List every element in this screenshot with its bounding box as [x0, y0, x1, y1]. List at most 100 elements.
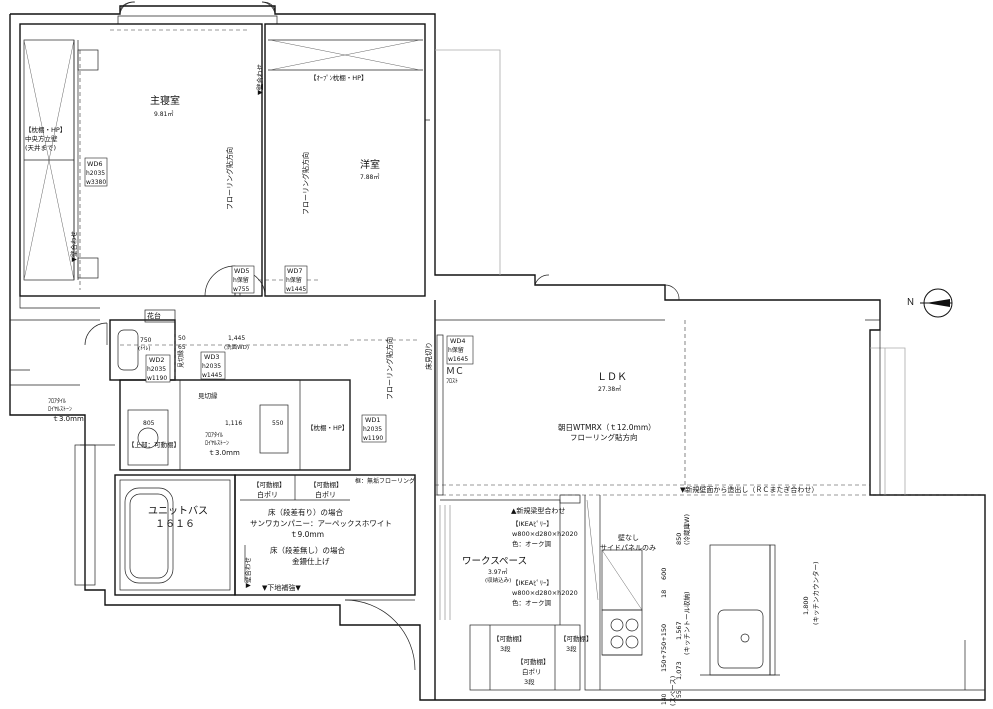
wd2-code: WD2 — [149, 356, 165, 364]
balcony-outline — [435, 49, 906, 495]
wd3-w: w1445 — [202, 372, 222, 379]
dim-1567: 1,567 — [675, 621, 683, 640]
wd1-w: w1190 — [363, 435, 383, 442]
master-bedroom-area: 9.81㎡ — [154, 110, 173, 118]
mc-sub: ﾌﾛｽﾄ — [446, 378, 458, 385]
floor-tile-left-3: ｔ3.0mm — [52, 415, 84, 423]
wd6-code: WD6 — [87, 160, 103, 168]
ldk-finish-2: フローリング貼方向 — [570, 432, 638, 442]
kitchen — [600, 544, 985, 691]
western-room-flooring: フローリング貼方向 — [301, 152, 310, 215]
wd4-w: w1645 — [448, 356, 468, 363]
wd3-code: WD3 — [204, 353, 220, 361]
ikea-2b: w800×d280×h2020 — [512, 589, 578, 597]
mc-name: ＭＣ — [446, 367, 464, 377]
floor-nostep-2: 金鏝仕上げ — [292, 556, 330, 566]
unit-bath-name: ユニットバス — [148, 505, 208, 517]
dim-1445-sub: (洗面WD) — [224, 343, 249, 351]
kitchen-tall-label: (キッチントール収納) — [682, 591, 691, 655]
pillow-shelf-hp: 【枕棚・HP】 — [307, 423, 348, 432]
kitchen-counter-dim: 1,800 — [802, 596, 810, 615]
floor-nostep-1: 床（段差無し）の場合 — [270, 545, 345, 555]
workspace-name: ワークスペース — [462, 556, 527, 567]
western-room-walls — [264, 23, 426, 297]
wd2-h: h2035 — [147, 366, 166, 373]
dim-140: 140 — [661, 693, 668, 705]
unit-bath-size: １６１６ — [155, 519, 195, 530]
movable-e1: 【可動棚】 — [560, 634, 593, 643]
ikea-2a: 【IKEAﾋﾟﾘｰ】 — [512, 579, 553, 587]
left-shelf-label-3: (天井まで) — [25, 143, 56, 152]
floor-tile-mid-3: ｔ3.0mm — [208, 449, 240, 457]
wd3-h: h2035 — [202, 363, 221, 370]
align-left-label: ▼壁合わせ — [69, 231, 78, 262]
reizouko-label: (冷蔵庫W) — [682, 514, 691, 545]
ikea-1a: 【IKEAﾋﾟﾘｰ】 — [512, 520, 553, 528]
new-beam-label: ▲新規梁型合わせ — [511, 506, 565, 515]
wd1-h: h2035 — [363, 426, 382, 433]
wd6-w: w3380 — [86, 179, 106, 186]
kamachi-label: 框：無垢フローリング — [355, 477, 415, 485]
north-arrow — [920, 288, 953, 318]
ldk-walls — [434, 300, 985, 700]
western-shelf-label: 【ｵｰﾌﾟﾝ枕棚・HP】 — [310, 73, 368, 82]
hanadai-label: 花台 — [147, 311, 161, 320]
north-label: Ｎ — [906, 298, 915, 308]
wd5-code: WD5 — [234, 267, 250, 275]
dim-805: 805 — [143, 420, 155, 427]
floor-tile-mid-2: ﾛｲﾔﾙｽﾄｰﾝ — [205, 440, 229, 447]
kitchen-counter-label: (キッチンカウンター) — [811, 561, 820, 625]
ikea-1c: 色：オーク調 — [512, 539, 552, 548]
floor-tile-left-1: ﾌﾛｱﾀｲﾙ — [48, 398, 66, 405]
mikiri-1: 見切縁 — [177, 350, 185, 368]
window-bays — [119, 1, 680, 301]
dim-65: 65 — [178, 344, 186, 351]
dim-1073: 1,073 — [675, 661, 683, 680]
mikiri-2: 見切縁 — [198, 391, 218, 400]
master-bedroom-name: 主寝室 — [150, 94, 180, 107]
unit-bath — [74, 444, 236, 596]
wet-area-walls — [84, 309, 351, 471]
movable-a2: 白ポリ — [257, 490, 278, 499]
dim-1445: 1,445 — [228, 335, 245, 342]
dim-850: 850 — [675, 533, 683, 545]
dim-55: 55 — [676, 690, 683, 698]
workspace-storage — [439, 494, 601, 691]
align-top-label: ▼壁合わせ — [255, 64, 264, 95]
wd5-h: h保留 — [233, 276, 249, 284]
ldk-finish-1: 朝日WTMRX（ｔ12.0mm） — [558, 423, 656, 432]
wd4-h: h保留 — [448, 346, 464, 354]
wd7-h: h保留 — [286, 276, 302, 284]
master-bedroom-walls — [19, 23, 263, 297]
movable-d3: 3段 — [524, 677, 535, 686]
movable-c1: 【可動棚】 — [493, 634, 526, 643]
western-room-name: 洋室 — [360, 158, 380, 171]
workspace-area: 3.97㎡ — [488, 568, 507, 576]
dim-600: 600 — [660, 568, 668, 580]
movable-b2: 白ポリ — [315, 490, 336, 499]
reinforce-label: ▼下地補強▼ — [262, 583, 301, 592]
toilet-label: (ﾄｲﾚ) — [138, 346, 151, 352]
movable-d1: 【可動棚】 — [517, 657, 550, 666]
dim-stack: 150+750+150 — [660, 624, 668, 672]
wd6-h: h2035 — [86, 170, 105, 177]
movable-a: 【可動棚】 — [253, 480, 286, 489]
workspace-note: (収納込み) — [485, 576, 511, 584]
movable-d2: 白ポリ — [522, 667, 542, 676]
wd1-code: WD1 — [365, 416, 381, 424]
wd7-w: w1445 — [286, 286, 306, 293]
structure-line-label: ▼新規壁面から造出し（ＲＣまたぎ合わせ） — [680, 485, 818, 494]
movable-c2: 3段 — [500, 644, 511, 653]
left-shelf-label-1: 【枕棚・HP】 — [25, 125, 66, 134]
wd4-code: WD4 — [450, 337, 466, 345]
wd7-code: WD7 — [287, 267, 303, 275]
ikea-2c: 色：オーク調 — [512, 598, 552, 607]
floor-step-2: サンワカンパニー：アーペックスホワイト — [250, 519, 392, 528]
floor-step-3: ｔ9.0mm — [290, 530, 324, 539]
floor-tile-left-2: ﾛｲﾔﾙｽﾄｰﾝ — [48, 406, 72, 413]
toilet-dim: 750 — [140, 337, 152, 344]
floor-step-1: 床（段差有り）の場合 — [268, 507, 343, 517]
movable-e2: 3段 — [566, 644, 577, 653]
